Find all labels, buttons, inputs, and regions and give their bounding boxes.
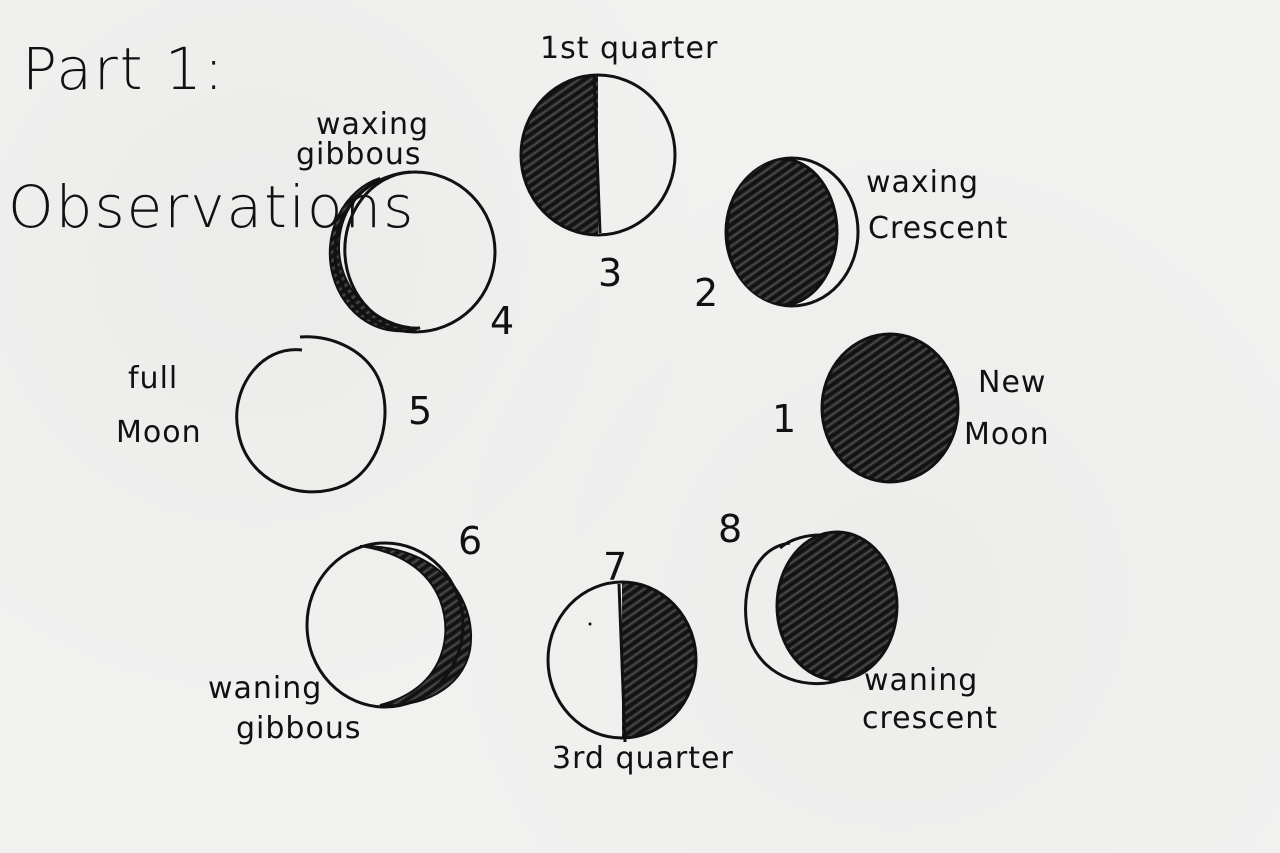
moon-phase-6-waning-gibbous: [305, 541, 472, 709]
phase-label-2-line2: Crescent: [868, 211, 1009, 246]
phase-label-4-line1: waxing: [316, 107, 430, 142]
phase-label-4-line2: gibbous: [296, 137, 422, 172]
phase-number-7: 7: [603, 545, 629, 589]
phase-number-5: 5: [408, 389, 434, 433]
moon-phase-7-third-quarter: [546, 580, 698, 743]
phase-number-2: 2: [694, 271, 720, 315]
moon-phase-2-waxing-crescent: [724, 156, 860, 308]
phase-label-7: 3rd quarter: [552, 741, 734, 776]
moon-phase-1-new-moon: [820, 332, 960, 484]
phase-label-2-line1: waxing: [866, 165, 980, 200]
phase-label-8-line2: crescent: [862, 701, 998, 736]
phase-label-3: 1st quarter: [540, 31, 719, 66]
phase-label-8-line1: waning: [864, 663, 979, 698]
phase-number-8: 8: [718, 507, 744, 551]
phase-label-6-line2: gibbous: [236, 711, 362, 746]
moon-phase-8-waning-crescent: [744, 530, 899, 686]
phase-label-5-line2: Moon: [116, 415, 202, 450]
moon-phase-3-first-quarter: [519, 73, 677, 237]
phase-number-3: 3: [598, 251, 624, 295]
phase-label-5-line1: full: [128, 361, 179, 396]
moon-phase-4-waxing-gibbous: [328, 170, 497, 334]
phase-label-1-line2: Moon: [964, 417, 1050, 452]
phase-number-1: 1: [772, 397, 798, 441]
phase-label-6-line1: waning: [208, 671, 323, 706]
moon-phase-5-full-moon: [235, 335, 387, 494]
phase-label-1-line1: New: [978, 365, 1047, 400]
phase-number-4: 4: [490, 299, 516, 343]
phase-number-6: 6: [458, 519, 484, 563]
title-part-1: Part 1:: [22, 35, 226, 103]
